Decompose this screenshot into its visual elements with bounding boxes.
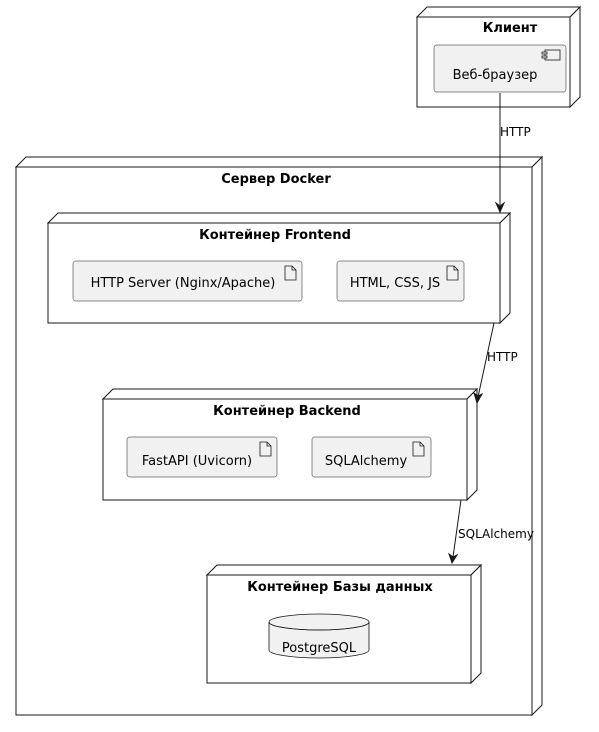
artifact-icon — [446, 265, 459, 281]
edge-backend-database: SQLAlchemy — [448, 499, 534, 565]
component-icon — [541, 49, 561, 61]
arrowhead — [448, 552, 459, 565]
frontend-node-side-face — [499, 211, 511, 325]
artifact-http-server-box — [72, 260, 303, 302]
client-node-side-face — [569, 5, 581, 109]
database-cylinder-rim — [268, 621, 370, 631]
artifact-sqlalchemy-box — [311, 436, 432, 478]
server-node-side-face — [531, 155, 543, 717]
edge-backend-database-label: SQLAlchemy — [458, 527, 534, 541]
frontend-node-title: Контейнер Frontend — [199, 228, 351, 243]
edge-line — [452, 499, 462, 558]
database-node-title: Контейнер Базы данных — [247, 580, 433, 595]
postgresql-database: PostgreSQL — [268, 613, 370, 659]
database-node-top-face — [205, 564, 483, 576]
artifact-icon — [284, 265, 297, 281]
artifact-fastapi-box — [126, 436, 278, 478]
server-node-title: Сервер Docker — [221, 172, 331, 187]
artifact-http-server-label: HTTP Server (Nginx/Apache) — [91, 276, 276, 291]
backend-node-side-face — [466, 387, 478, 502]
client-node-title: Клиент — [483, 21, 538, 36]
edge-line — [477, 322, 495, 398]
artifact-fastapi-label: FastAPI (Uvicorn) — [142, 454, 252, 469]
artifact-sqlalchemy: SQLAlchemy — [311, 436, 432, 478]
database-cylinder-body — [268, 622, 370, 659]
artifact-icon — [259, 441, 272, 457]
browser-component-box — [433, 44, 567, 93]
frontend-node: Контейнер Frontend HTTP Server (Nginx/Ap… — [46, 211, 512, 325]
database-node: Контейнер Базы данных PostgreSQL — [205, 563, 483, 685]
edge-client-frontend-label: HTTP — [500, 125, 531, 139]
backend-node-top-face — [101, 388, 479, 400]
artifact-html-css-js-box — [336, 260, 465, 302]
client-node-top-face — [415, 6, 582, 18]
edge-frontend-backend: HTTP — [473, 322, 518, 405]
artifact-icon — [412, 441, 425, 457]
browser-component-label: Веб-браузер — [453, 68, 538, 83]
artifact-html-css-js: HTML, CSS, JS — [336, 260, 465, 302]
arrowhead — [494, 201, 506, 214]
artifact-http-server: HTTP Server (Nginx/Apache) — [72, 260, 303, 302]
server-node-top-face — [14, 156, 544, 168]
artifact-sqlalchemy-label: SQLAlchemy — [325, 454, 408, 469]
client-node: Клиент Веб-браузер — [415, 5, 582, 109]
artifact-fastapi: FastAPI (Uvicorn) — [126, 436, 278, 478]
backend-node: Контейнер Backend FastAPI (Uvicorn) SQLA… — [101, 387, 479, 502]
backend-node-title: Контейнер Backend — [213, 404, 361, 419]
postgresql-label: PostgreSQL — [282, 641, 357, 656]
database-node-side-face — [470, 563, 482, 685]
browser-component: Веб-браузер — [433, 44, 567, 93]
edge-frontend-backend-label: HTTP — [487, 350, 518, 364]
edge-client-frontend: HTTP — [494, 93, 531, 214]
artifact-html-css-js-label: HTML, CSS, JS — [350, 276, 440, 291]
arrowhead — [473, 391, 484, 405]
frontend-node-top-face — [46, 212, 512, 224]
